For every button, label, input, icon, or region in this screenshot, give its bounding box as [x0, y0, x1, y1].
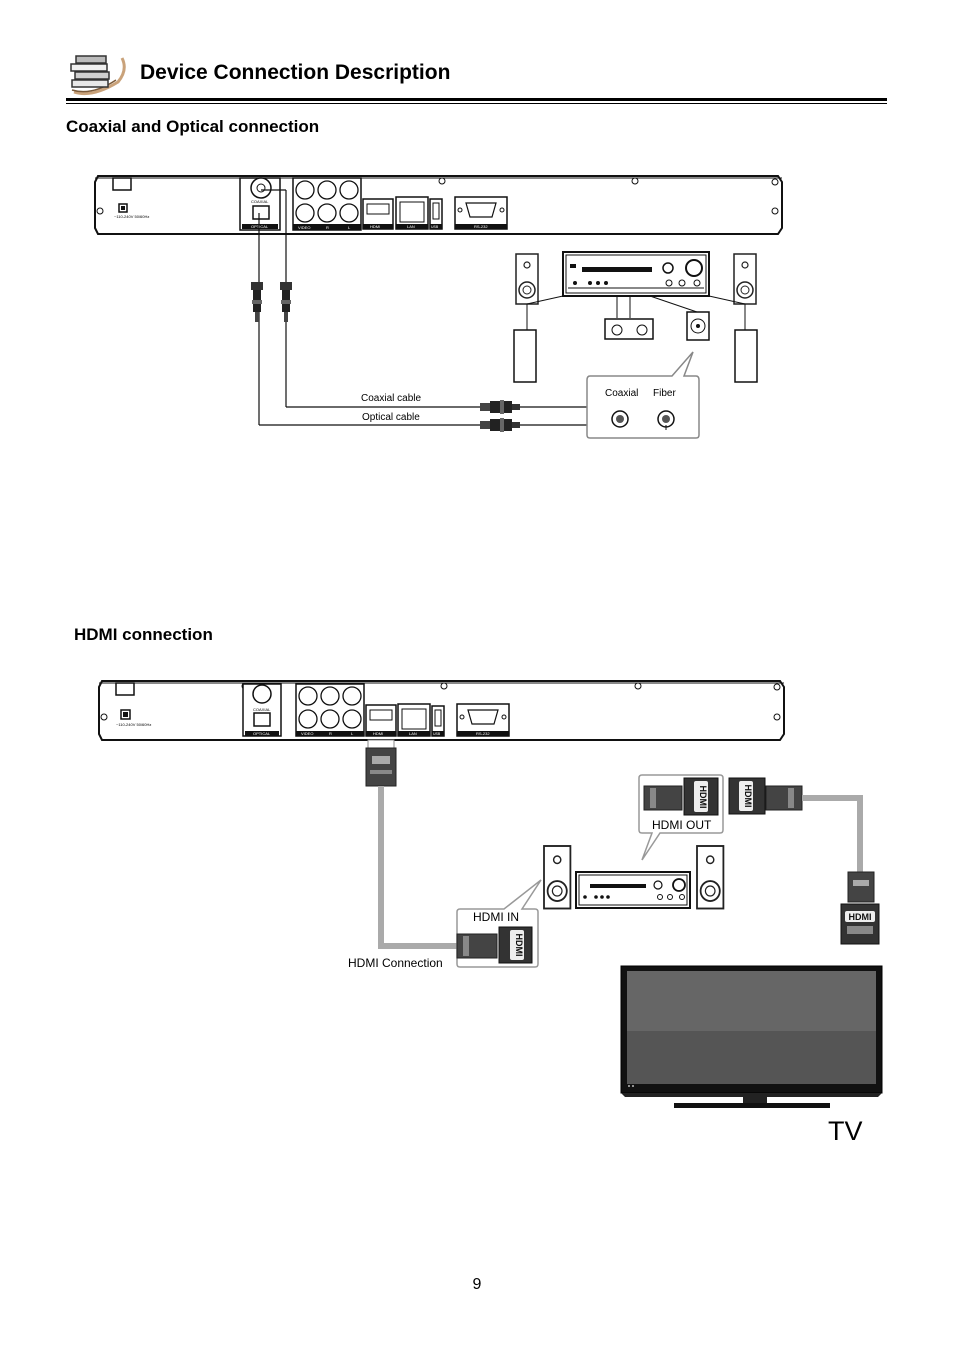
- l-port-label: L: [348, 225, 351, 230]
- optical-port-label-bottom: OPTICAL: [253, 731, 271, 736]
- page-number: 9: [472, 1276, 482, 1293]
- page-title: Device Connection Description: [140, 61, 451, 84]
- optical-plug-side: [480, 418, 520, 432]
- optical-cable-label: Optical cable: [362, 412, 420, 423]
- power-label-bottom: ~110-240V 50/60Hz: [116, 722, 151, 727]
- video-port-label-bottom: VIDEO: [301, 731, 313, 736]
- optical-port-label: OPTICAL: [251, 224, 269, 229]
- hdmi-out-label: HDMI OUT: [652, 818, 712, 832]
- hdmi-port-label: HDMI: [370, 224, 380, 229]
- usb-port-label-bottom: USB: [433, 732, 441, 736]
- av-receiver-hdmi: [543, 845, 725, 910]
- hdmi-out-logo: HDMI: [698, 786, 708, 809]
- av-receiver-system: [513, 251, 758, 383]
- hdmi-cable-tv: HDMI HDMI: [728, 777, 880, 945]
- hdmi-cable-logo: HDMI: [743, 785, 753, 808]
- power-label: ~110-240V 50/60Hz: [114, 214, 149, 219]
- lan-port-label-bottom: LAN: [409, 731, 417, 736]
- rs232-port-label: RS-232: [474, 224, 488, 229]
- hdmi-tv-logo: HDMI: [849, 912, 872, 922]
- section-title-hdmi: HDMI connection: [74, 625, 213, 644]
- player-rear-panel-bottom: ~110-240V 50/60Hz COAXIAL OPTICAL VIDEO …: [98, 680, 785, 741]
- tv-illustration: [620, 965, 883, 1108]
- r-port-label: R: [326, 225, 329, 230]
- coaxial-optical-cables: [251, 189, 620, 432]
- hdmi-in-callout: HDMI: [456, 879, 542, 968]
- tv-label: TV: [828, 1116, 863, 1146]
- usb-port-label: USB: [431, 225, 439, 229]
- player-rear-panel-top: ~110-240V 50/60Hz COAXIAL OPTICAL VIDEO …: [94, 175, 783, 235]
- lan-port-label: LAN: [407, 224, 415, 229]
- manual-books-icon: [70, 55, 126, 96]
- coaxial-port-label: COAXIAL: [251, 199, 269, 204]
- coaxial-plug-side: [480, 400, 520, 414]
- coaxial-port-label-bottom: COAXIAL: [253, 707, 271, 712]
- coaxial-cable-label: Coaxial cable: [361, 393, 421, 404]
- hdmi-in-logo: HDMI: [514, 934, 524, 957]
- video-port-label: VIDEO: [298, 225, 310, 230]
- hdmi-connection-label: HDMI Connection: [348, 956, 443, 970]
- receiver-input-callout: [586, 351, 700, 439]
- hdmi-port-label-bottom: HDMI: [373, 731, 383, 736]
- coaxial-plug-top: [280, 282, 292, 322]
- l-port-label-bottom: L: [351, 731, 354, 736]
- fiber-jack-label: Fiber: [653, 388, 676, 399]
- r-port-label-bottom: R: [329, 731, 332, 736]
- hdmi-out-callout: HDMI: [638, 774, 724, 861]
- hdmi-in-label: HDMI IN: [473, 910, 519, 924]
- optical-plug-top: [251, 282, 263, 322]
- header-divider: [66, 98, 887, 101]
- section-title-coaxial-optical: Coaxial and Optical connection: [66, 117, 320, 136]
- rs232-port-label-bottom: RS-232: [476, 731, 490, 736]
- header-divider-thin: [66, 103, 887, 104]
- coaxial-jack-label: Coaxial: [605, 388, 638, 399]
